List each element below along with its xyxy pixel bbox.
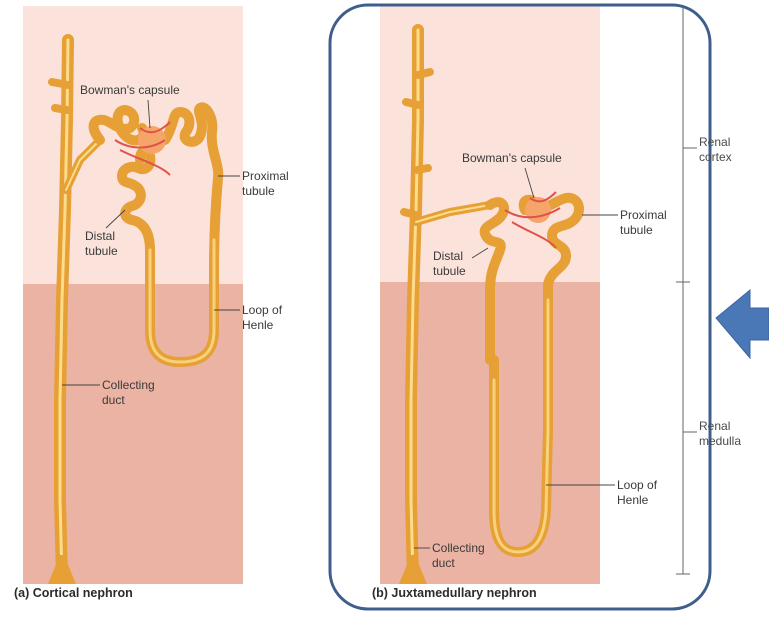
panel-b-label-distal-tubule: Distal tubule	[433, 249, 466, 279]
panel-a-label-loop-line2: Henle	[242, 318, 274, 332]
panel-a-label-proximal-tubule: Proximal tubule	[242, 169, 289, 199]
panel-a-label-proximal-line1: Proximal	[242, 169, 289, 183]
zone-label-renal-medulla: Renal medulla	[699, 419, 741, 449]
panel-b-label-proximal-line2: tubule	[620, 223, 653, 237]
panel-a-label-distal-line1: Distal	[85, 229, 116, 243]
panel-b-label-collecting-line2: duct	[432, 556, 455, 570]
panel-a-label-proximal-line2: tubule	[242, 184, 275, 198]
panel-b-label-collecting-duct: Collecting duct	[432, 541, 485, 571]
zone-label-cortex-line1: Renal	[699, 135, 731, 149]
panel-a-capillaries	[114, 121, 171, 176]
panel-b-label-loop-line1: Loop of	[617, 478, 658, 492]
zone-brackets	[676, 8, 697, 575]
zone-label-cortex-line2: cortex	[699, 150, 732, 164]
panel-b-caption: (b) Juxtamedullary nephron	[372, 586, 537, 600]
panel-a-caption: (a) Cortical nephron	[14, 586, 133, 600]
panel-b-label-collecting-line1: Collecting	[432, 541, 485, 555]
panel-a-label-collecting-line1: Collecting	[102, 378, 155, 392]
panel-a-label-collecting-line2: duct	[102, 393, 125, 407]
panel-a-label-bowmans-capsule: Bowman's capsule	[80, 83, 180, 97]
panel-a-label-distal-line2: tubule	[85, 244, 118, 258]
panel-b-label-distal-line1: Distal	[433, 249, 464, 263]
panel-a-collecting-duct	[48, 34, 104, 584]
panel-b-label-proximal-tubule: Proximal tubule	[620, 208, 667, 238]
panel-b-label-loop-of-henle: Loop of Henle	[617, 478, 657, 508]
panel-a-label-collecting-duct: Collecting duct	[102, 378, 155, 408]
panel-b-label-bowmans-capsule: Bowman's capsule	[462, 151, 562, 165]
panel-a-label-distal-tubule: Distal tubule	[85, 229, 118, 259]
panel-b-label-distal-line2: tubule	[433, 264, 466, 278]
zone-label-medulla-line2: medulla	[699, 434, 742, 448]
panel-b-capillaries	[504, 191, 561, 249]
panel-a-label-loop-line1: Loop of	[242, 303, 283, 317]
panel-b-label-loop-line2: Henle	[617, 493, 649, 507]
panel-b-highlight-frame	[328, 3, 712, 611]
panel-b-duct-base	[399, 555, 427, 584]
panel-b-collecting-duct	[400, 24, 494, 584]
panel-b-leader-lines	[414, 167, 618, 549]
panel-a-duct-base	[48, 555, 76, 584]
left-arrow-icon	[715, 288, 769, 360]
panel-b-label-proximal-line1: Proximal	[620, 208, 667, 222]
zone-label-medulla-line1: Renal	[699, 419, 731, 433]
panel-a-leader-lines	[62, 99, 240, 386]
zone-label-renal-cortex: Renal cortex	[699, 135, 732, 165]
panel-a-tubule	[88, 102, 224, 367]
panel-a-label-loop-of-henle: Loop of Henle	[242, 303, 282, 333]
